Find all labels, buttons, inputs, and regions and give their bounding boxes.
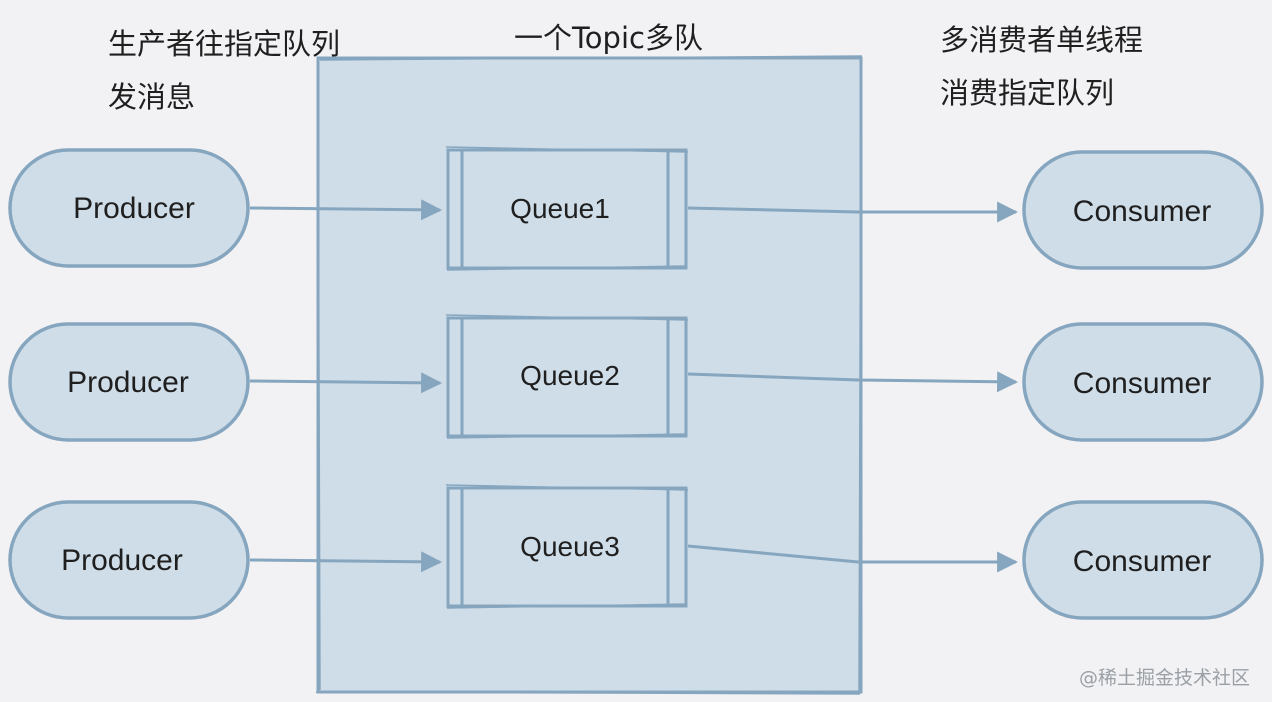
- producer-note: 生产者往指定队列 发消息: [108, 22, 340, 120]
- consumer-label: Consumer: [1073, 545, 1211, 578]
- producer-label: Producer: [61, 544, 183, 577]
- producer-2: Producer: [8, 322, 250, 442]
- producer-3: Producer: [8, 500, 250, 620]
- arrow-producer-2-queue-2: [249, 372, 443, 394]
- consumer-arrows: [687, 201, 1019, 573]
- producer-1: Producer: [8, 148, 250, 268]
- producer-label: Producer: [73, 192, 195, 225]
- queue-label: Queue3: [520, 531, 620, 562]
- producer-note-line1: 生产者往指定队列: [108, 27, 341, 61]
- consumer-2: Consumer: [1022, 322, 1264, 442]
- consumer-3: Consumer: [1022, 500, 1264, 620]
- arrow-producer-3-queue-3: [249, 551, 443, 573]
- consumer-note: 多消费者单线程 消费指定队列: [940, 18, 1143, 116]
- arrow-queue-3-consumer-3: [687, 544, 1019, 573]
- queue-label: Queue1: [510, 193, 610, 224]
- consumer-1: Consumer: [1022, 150, 1264, 270]
- queue-1: Queue1: [445, 146, 689, 271]
- consumer-label: Consumer: [1073, 195, 1211, 228]
- producer-note-line2: 发消息: [108, 79, 196, 114]
- arrow-queue-2-consumer-2: [687, 371, 1019, 393]
- producer-label: Producer: [67, 366, 189, 399]
- consumer-note-line1: 多消费者单线程: [940, 23, 1144, 57]
- consumer-label: Consumer: [1073, 367, 1211, 400]
- queue-3: Queue3: [445, 484, 689, 609]
- arrow-queue-1-consumer-1: [687, 201, 1019, 223]
- arrow-producer-1-queue-1: [249, 199, 443, 221]
- producer-arrows: [249, 199, 443, 573]
- topic-title: 一个Topic多队: [514, 21, 703, 55]
- queue-label: Queue2: [520, 360, 620, 391]
- queue-2: Queue2: [445, 314, 689, 439]
- consumer-note-line2: 消费指定队列: [940, 75, 1115, 110]
- watermark: @稀土掘金技术社区: [1078, 667, 1250, 689]
